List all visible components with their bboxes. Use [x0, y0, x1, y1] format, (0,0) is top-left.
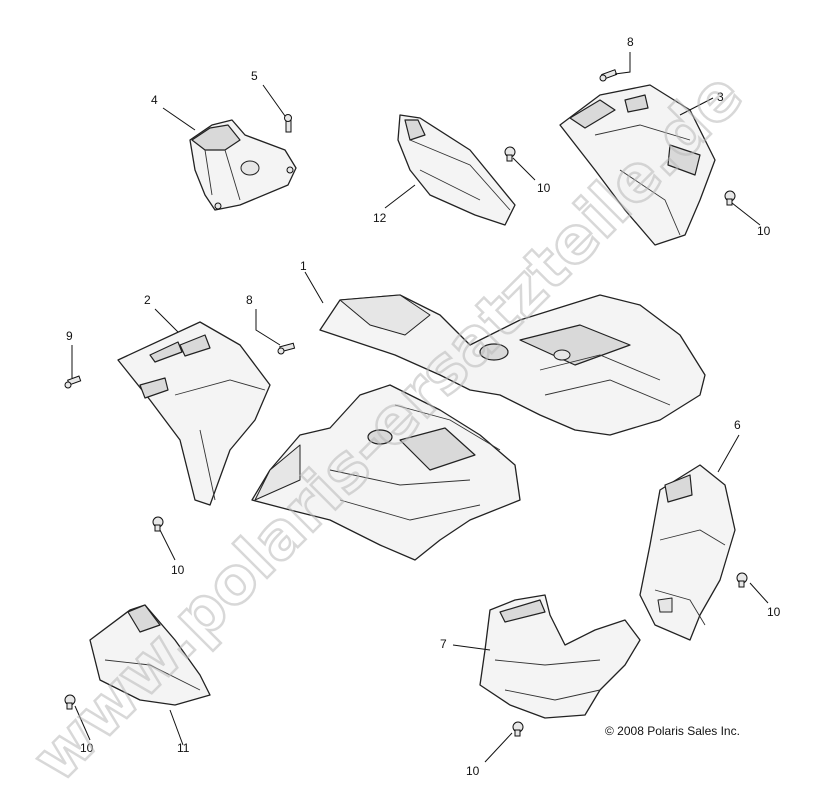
- callout-8-top: 8: [627, 35, 634, 49]
- part-6-panel: [639, 464, 736, 641]
- part-1-front-fender: [319, 294, 706, 436]
- part-12-panel: [397, 114, 516, 226]
- part-1-rear-fender: [251, 384, 521, 561]
- fastener-10-b: [724, 190, 736, 206]
- callout-3: 3: [717, 90, 724, 104]
- fastener-10-c: [152, 516, 164, 532]
- callout-12: 12: [373, 211, 387, 225]
- copyright-notice: © 2008 Polaris Sales Inc.: [605, 724, 740, 738]
- callout-11: 11: [177, 741, 190, 755]
- callout-6: 6: [734, 418, 741, 432]
- callout-1: 1: [300, 259, 307, 273]
- callout-10-f: 10: [466, 764, 480, 778]
- callout-10-a: 10: [537, 181, 551, 195]
- watermark-text: www.polaris-ersatzteile.de: [19, 58, 757, 796]
- part-4-cover: [189, 119, 297, 211]
- callout-10-b: 10: [757, 224, 771, 238]
- part-2-panel: [117, 321, 271, 506]
- fastener-10-f: [512, 721, 524, 737]
- fastener-10-d: [736, 572, 748, 588]
- callout-9: 9: [66, 329, 73, 343]
- callout-2: 2: [144, 293, 151, 307]
- fastener-8-top: [599, 69, 618, 82]
- callout-10-e: 10: [80, 741, 94, 755]
- callout-10-d: 10: [767, 605, 781, 619]
- fastener-10-e: [64, 694, 76, 710]
- fastener-5: [284, 114, 292, 133]
- callout-7: 7: [440, 637, 447, 651]
- callout-10-c: 10: [171, 563, 185, 577]
- fastener-9: [64, 375, 82, 389]
- part-11-panel: [89, 604, 211, 706]
- fastener-10-a: [504, 146, 516, 162]
- callout-labels: 8 5 4 3 10 10 12 1 2 8 9 10 6 10 7 10 11…: [66, 35, 781, 778]
- callout-4: 4: [151, 93, 158, 107]
- part-3-panel: [559, 84, 716, 246]
- part-7-panel: [479, 594, 641, 719]
- fastener-8-mid: [277, 342, 296, 355]
- leader-lines: [71, 52, 769, 763]
- callout-5: 5: [251, 69, 258, 83]
- callout-8-mid: 8: [246, 293, 253, 307]
